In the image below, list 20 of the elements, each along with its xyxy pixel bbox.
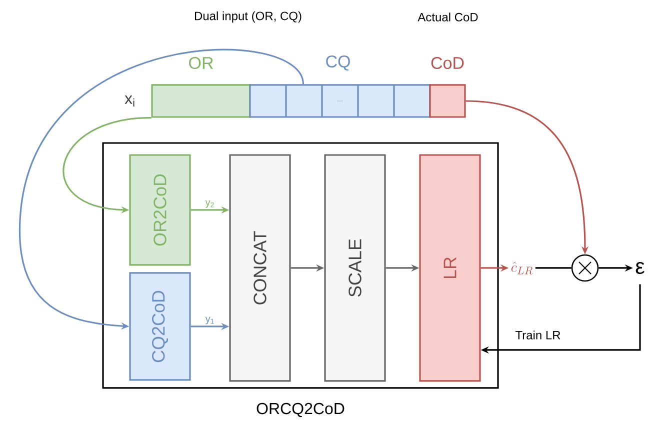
- edge-label: y$_{1}$: [204, 316, 216, 326]
- process-box: SCALE: [324, 154, 386, 382]
- node-label: CQ: [326, 55, 350, 71]
- input-label: x$_{i}$: [124, 95, 134, 106]
- process-box: CQ2CoD: [129, 272, 191, 381]
- caption-label: Actual CoD: [418, 12, 478, 22]
- node-label: CoD: [431, 56, 464, 70]
- process-box: CONCAT: [229, 154, 291, 382]
- multiply-circle: [571, 254, 599, 282]
- input-segment: CoD: [429, 56, 466, 118]
- caption-label: Dual input (OR, CQ): [194, 11, 302, 23]
- edge-label: Train LR: [514, 330, 562, 340]
- process-box: OR2CoD: [129, 154, 191, 266]
- output-symbol: $\hat{c}_{LR}$: [511, 262, 533, 274]
- node-label: OR: [189, 56, 213, 70]
- process-box: LR: [419, 154, 481, 382]
- error-symbol: ε: [636, 262, 644, 274]
- node-label: ORCQ2CoD: [256, 402, 344, 418]
- edge-label: y$_{2}$: [204, 199, 216, 209]
- input-segment: OR: [151, 56, 251, 118]
